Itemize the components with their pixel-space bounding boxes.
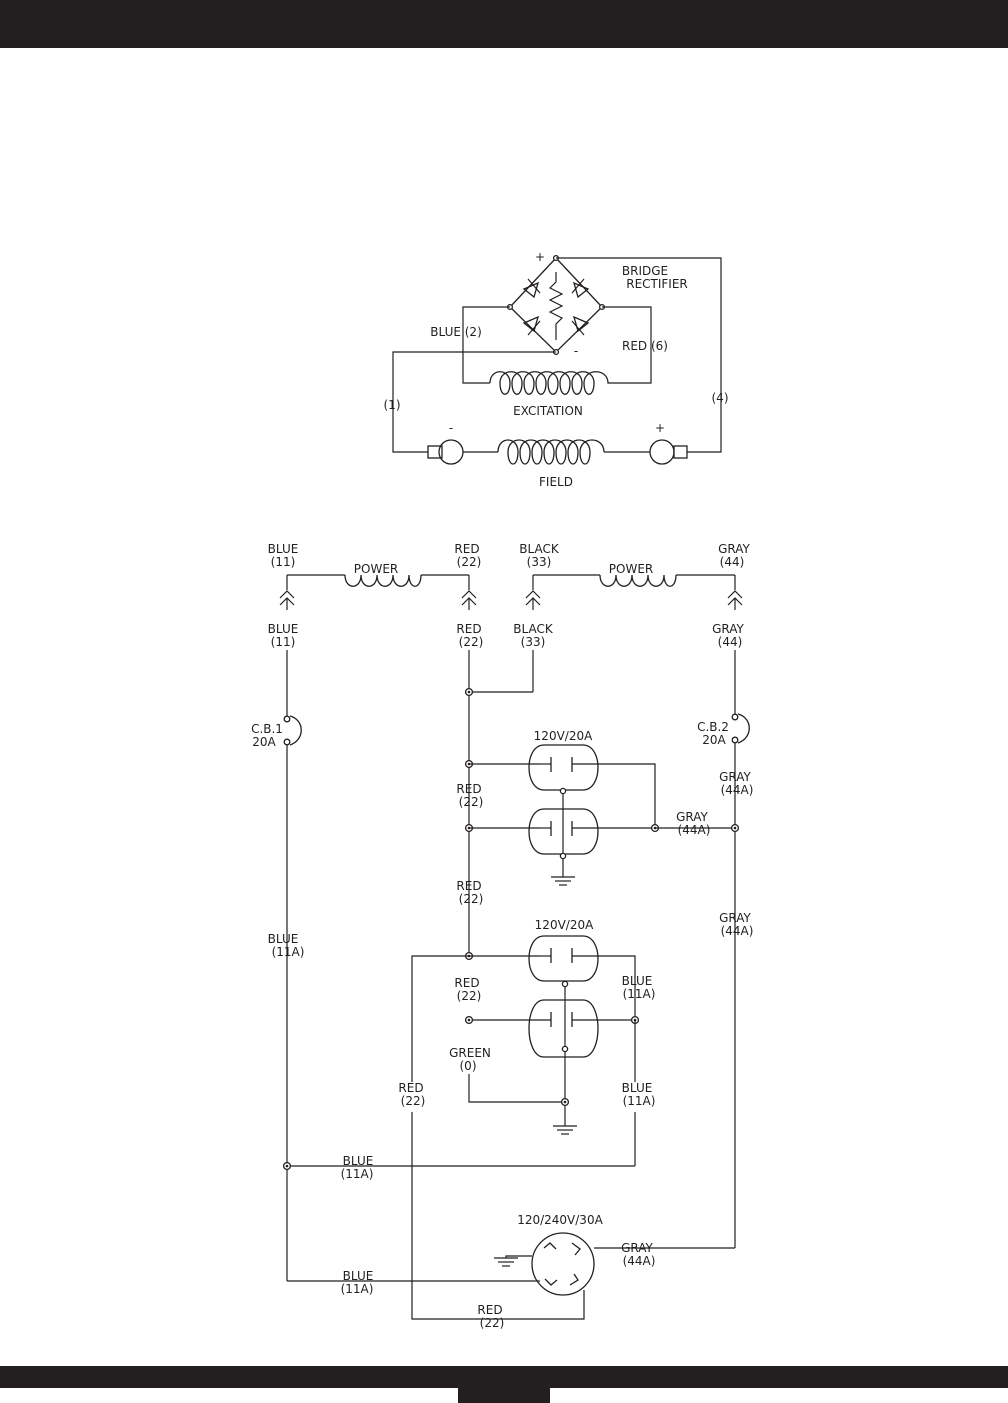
pw2-left-bottom-line2: (33) xyxy=(521,635,546,649)
twist-lock-receptacle: 120/240V/30A GRAY (44A) RED (22) xyxy=(477,1213,658,1330)
left-blue-bus: C.B.1 20A BLUE (11A) BLUE (11A) BLUE (11… xyxy=(251,650,635,1296)
cb1-label-line2: 20A xyxy=(252,735,276,749)
pw2-left-top-line1: BLACK xyxy=(519,542,560,556)
left-bus-blue-mid-line2: (11A) xyxy=(341,1167,374,1181)
lead-1-label: (1) xyxy=(384,398,401,412)
excitation-blue-lead-label: BLUE (2) xyxy=(430,325,482,339)
rec2-green-line1: GREEN xyxy=(449,1046,491,1060)
twist-lock-red-line2: (22) xyxy=(480,1316,505,1330)
pw2-left-top-line2: (33) xyxy=(527,555,552,569)
pw1-left-top-line1: BLUE xyxy=(268,542,299,556)
cb1-label-line1: C.B.1 xyxy=(251,722,283,736)
power-winding-2: POWER BLACK (33) GRAY (44) BLACK (33) GR… xyxy=(513,542,750,649)
pw2-right-bottom-line1: GRAY xyxy=(712,622,744,636)
rec1-rating-label: 120V/20A xyxy=(534,729,593,743)
rec2-red-above-line2: (22) xyxy=(459,892,484,906)
pw2-right-top-line1: GRAY xyxy=(718,542,750,556)
lead-4-label: (4) xyxy=(712,391,729,405)
cb2-gray-line2: (44A) xyxy=(721,783,754,797)
pw2-right-bottom-line2: (44) xyxy=(718,635,743,649)
pw1-left-bottom-line2: (11) xyxy=(271,635,296,649)
rectifier-title-line1: BRIDGE xyxy=(622,264,668,278)
header-band xyxy=(0,0,1008,48)
rec1-gray-line1: GRAY xyxy=(676,810,708,824)
field-plus-label: + xyxy=(655,421,665,435)
twist-lock-red-line1: RED xyxy=(477,1303,502,1317)
pw1-left-bottom-line1: BLUE xyxy=(268,622,299,636)
twist-lock-gray-line1: GRAY xyxy=(621,1241,653,1255)
right-bus-gray-line2: (44A) xyxy=(721,924,754,938)
left-bus-red-line2: (22) xyxy=(401,1094,426,1108)
rec1-gray-line2: (44A) xyxy=(678,823,711,837)
cb2-label-line2: 20A xyxy=(702,733,726,747)
cb2-label-line1: C.B.2 xyxy=(697,720,729,734)
receptacle-2: 120V/20A RED (22) BLUE (11A) GREEN (0) B… xyxy=(449,918,655,1166)
rec2-blue-line1: BLUE xyxy=(622,974,653,988)
pw1-left-top-line2: (11) xyxy=(271,555,296,569)
left-bus-blue-11a-line2: (11A) xyxy=(272,945,305,959)
rec2-red-line2: (22) xyxy=(457,989,482,1003)
excitation-wiring: BLUE (2) RED (6) EXCITATION (1) (4) xyxy=(384,257,729,453)
pw2-coil-label: POWER xyxy=(609,562,653,576)
rec2-blue-lower-line1: BLUE xyxy=(622,1081,653,1095)
receptacle-1: 120V/20A GRAY (44A) xyxy=(528,729,735,886)
right-gray-bus: C.B.2 20A GRAY (44A) GRAY (44A) xyxy=(658,650,754,1249)
rec2-red-above-line1: RED xyxy=(456,879,481,893)
rec1-red-line1: RED xyxy=(456,782,481,796)
field-coil-label: FIELD xyxy=(539,475,573,489)
pw1-right-top-line1: RED xyxy=(454,542,479,556)
twist-lock-gray-line2: (44A) xyxy=(623,1254,656,1268)
rectifier-minus-label: - xyxy=(574,344,578,358)
pw1-coil-label: POWER xyxy=(354,562,398,576)
left-bus-blue-mid-line1: BLUE xyxy=(343,1154,374,1168)
rec2-blue-lower-line2: (11A) xyxy=(623,1094,656,1108)
rec2-red-line1: RED xyxy=(454,976,479,990)
rectifier-plus-label: + xyxy=(535,250,545,264)
left-bus-red-line1: RED xyxy=(398,1081,423,1095)
rec2-rating-label: 120V/20A xyxy=(535,918,594,932)
pw2-right-top-line2: (44) xyxy=(720,555,745,569)
pw1-right-bottom-line1: RED xyxy=(456,622,481,636)
left-bus-blue-low-line2: (11A) xyxy=(341,1282,374,1296)
excitation-coil-label: EXCITATION xyxy=(513,404,583,418)
pw1-right-top-line2: (22) xyxy=(457,555,482,569)
field-winding: - + FIELD xyxy=(427,421,688,489)
rec2-blue-line2: (11A) xyxy=(623,987,656,1001)
twist-lock-rating-label: 120/240V/30A xyxy=(517,1213,603,1227)
rectifier-title-line2: RECTIFIER xyxy=(626,277,688,291)
rec2-green-line2: (0) xyxy=(460,1059,477,1073)
right-bus-gray-line1: GRAY xyxy=(719,911,751,925)
left-bus-blue-low-line1: BLUE xyxy=(343,1269,374,1283)
power-winding-1: POWER BLUE (11) RED (22) BLUE (11) RED (… xyxy=(268,542,484,649)
rec1-red-line2: (22) xyxy=(459,795,484,809)
left-bus-blue-11a-line1: BLUE xyxy=(268,932,299,946)
pw1-right-bottom-line2: (22) xyxy=(459,635,484,649)
field-minus-label: - xyxy=(449,421,453,435)
pw2-left-bottom-line1: BLACK xyxy=(513,622,554,636)
excitation-red-lead-label: RED (6) xyxy=(622,339,668,353)
page-number-tab xyxy=(458,1366,550,1403)
red-bus: RED (22) RED (22) RED (22) xyxy=(398,650,585,1320)
cb2-gray-line1: GRAY xyxy=(719,770,751,784)
